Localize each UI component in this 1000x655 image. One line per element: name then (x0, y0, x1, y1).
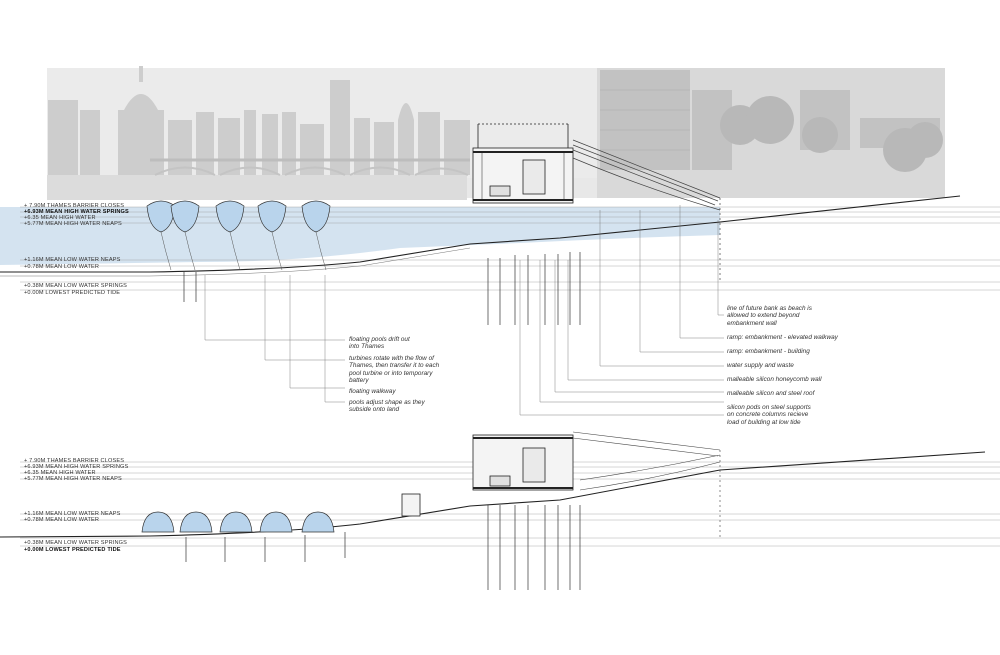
annotation-water-supply: water supply and waste (727, 362, 794, 369)
floating-pool-pod (170, 200, 200, 271)
floating-pool-pod (141, 511, 175, 533)
upper-riverbed-profile (0, 195, 961, 277)
annotation-ramp-building: ramp: embankment - building (727, 348, 810, 355)
upper-floating-pools (146, 200, 331, 271)
floating-pool-pod (179, 511, 213, 533)
level-label: +1.16M MEAN LOW WATER NEAPS (24, 511, 121, 517)
annotation-silicon-roof: malleable silicon and steel roof (727, 390, 815, 397)
level-label: +0.78M MEAN LOW WATER (24, 264, 100, 270)
level-label: + 7.90M THAMES BARRIER CLOSES (24, 203, 125, 209)
level-label: +5.77M MEAN HIGH WATER NEAPS (24, 476, 122, 482)
level-label: +6.93M MEAN HIGH WATER SPRINGS (24, 464, 129, 470)
floating-pool-pod (259, 511, 293, 533)
annotation-floating-walkway: floating walkway (349, 388, 396, 395)
annotation-turbines: turbines rotate with the flow of Thames,… (349, 355, 440, 385)
floating-pool-pod (301, 200, 331, 271)
level-label: +6.93M MEAN HIGH WATER SPRINGS (24, 209, 129, 215)
level-label: +0.78M MEAN LOW WATER (24, 517, 100, 523)
level-label: +6.35 MEAN HIGH WATER (24, 215, 96, 221)
level-label: +0.38M MEAN LOW WATER SPRINGS (24, 540, 128, 546)
skyline-photo-montage (47, 66, 945, 200)
lower-ramp (572, 431, 721, 540)
level-label: + 7.90M THAMES BARRIER CLOSES (24, 458, 125, 464)
floating-pool-pod (146, 200, 176, 271)
lower-building-section (401, 434, 574, 517)
level-label: +0.38M MEAN LOW WATER SPRINGS (24, 283, 128, 289)
floating-pool-pod (301, 511, 335, 533)
floating-pool-pod (219, 511, 253, 533)
annotation-silicon-pods: silicon pods on steel supports on concre… (727, 404, 811, 426)
floating-pool-pod (257, 200, 287, 271)
lower-piles (185, 505, 581, 590)
level-label: +0.00M LOWEST PREDICTED TIDE (24, 290, 121, 296)
annotation-pools-adjust: pools adjust shape as they subside onto … (349, 399, 425, 414)
level-label: +1.16M MEAN LOW WATER NEAPS (24, 257, 121, 263)
level-label: +0.00M LOWEST PREDICTED TIDE (24, 547, 121, 553)
lower-floating-pools (141, 511, 335, 533)
annotation-future-bank: line of future bank as beach is allowed … (727, 305, 812, 327)
upper-ramp (572, 139, 721, 280)
level-label: +6.35 MEAN HIGH WATER (24, 470, 96, 476)
upper-leader-lines (204, 205, 724, 416)
level-label: +5.77M MEAN HIGH WATER NEAPS (24, 221, 122, 227)
annotation-honeycomb-wall: malleable silicon honeycomb wall (727, 376, 822, 383)
upper-piles (183, 252, 581, 325)
upper-building-section (472, 123, 574, 204)
floating-pool-pod (215, 200, 245, 271)
annotation-ramp-elevated-walkway: ramp: embankment - elevated walkway (727, 334, 838, 341)
annotation-floating-pools: floating pools drift out into Thames (349, 336, 410, 351)
